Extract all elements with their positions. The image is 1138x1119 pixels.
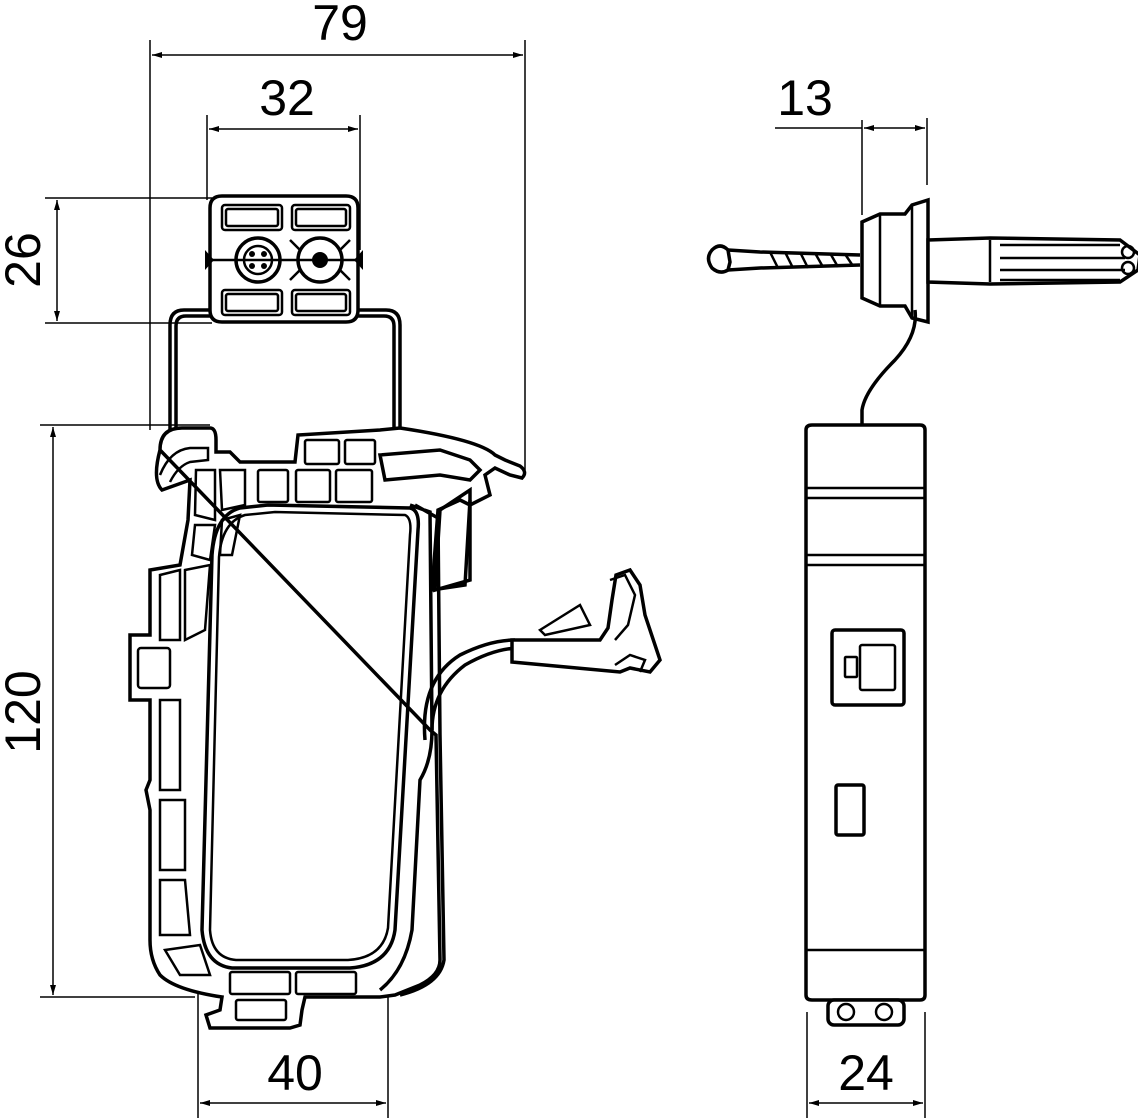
dimension-120: 120 bbox=[0, 424, 210, 998]
dim-label-120: 120 bbox=[0, 670, 51, 753]
dimension-79: 79 bbox=[149, 0, 526, 470]
cable-clamp-front-view-icon bbox=[128, 194, 662, 1030]
dimension-26: 26 bbox=[0, 197, 212, 324]
cable-opening bbox=[200, 503, 421, 970]
clamp-body bbox=[128, 426, 527, 1030]
side-strap bbox=[378, 503, 446, 997]
dimension-13: 13 bbox=[775, 70, 928, 215]
nail-plug-anchor-icon bbox=[706, 197, 1138, 325]
dimension-24: 24 bbox=[806, 1012, 926, 1118]
wire-bracket bbox=[168, 308, 402, 440]
latch-strap bbox=[377, 448, 662, 741]
dim-label-24: 24 bbox=[838, 1045, 894, 1101]
hanger-wire bbox=[860, 309, 918, 432]
cable-clamp-side-view-icon bbox=[706, 197, 1138, 1027]
dimension-32: 32 bbox=[206, 70, 361, 250]
dim-label-79: 79 bbox=[312, 0, 368, 51]
dim-label-32: 32 bbox=[259, 70, 315, 126]
rib-compartments bbox=[136, 438, 377, 1022]
side-body bbox=[804, 423, 927, 1027]
top-mounting-plate bbox=[205, 194, 363, 324]
dimension-40: 40 bbox=[197, 880, 389, 1118]
dim-label-26: 26 bbox=[0, 232, 51, 288]
dim-label-40: 40 bbox=[267, 1045, 323, 1101]
dim-label-13: 13 bbox=[777, 70, 833, 126]
